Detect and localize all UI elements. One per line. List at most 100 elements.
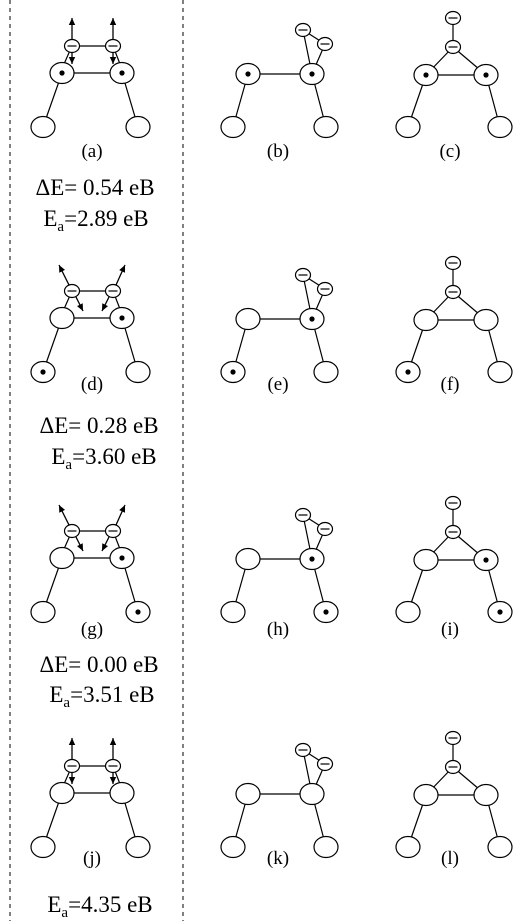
spin-arrowhead: [119, 265, 126, 273]
spin-arrowhead: [77, 303, 83, 311]
panel-label: (g): [81, 619, 103, 640]
upper-left-atom: [413, 783, 439, 807]
spin-arrowhead: [109, 777, 117, 784]
upper-left-atom: [413, 308, 439, 332]
electron-dot: [119, 70, 125, 76]
spin-arrowhead: [102, 303, 108, 311]
panel-d: (d): [30, 264, 151, 395]
panel-h: (h): [220, 507, 339, 640]
energy-block-gh: ΔE= 0.00 eB Ea=3.51 eB: [39, 652, 158, 711]
delta-e-text: ΔE= 0.54 eB: [35, 175, 154, 200]
upper-left-atom: [49, 781, 75, 805]
panel-a: (a): [30, 18, 151, 162]
spin-arrowhead: [59, 265, 65, 273]
upper-left-atom: [235, 547, 261, 571]
spin-arrowhead: [68, 57, 76, 64]
panel-label: (b): [267, 141, 289, 162]
panel-c: (c): [395, 10, 513, 162]
lower-left-atom: [30, 115, 56, 139]
delta-e-text: ΔE= 0.00 eB: [39, 652, 158, 677]
electron-dot: [309, 556, 315, 562]
electron-dot: [423, 72, 429, 78]
upper-left-atom: [49, 546, 75, 570]
electron-dot: [483, 557, 489, 563]
electron-dot: [119, 555, 125, 561]
delta-e-text: ΔE= 0.28 eB: [39, 413, 158, 438]
spin-arrowhead: [77, 543, 83, 551]
upper-left-atom: [49, 306, 75, 330]
lower-right-atom: [487, 835, 513, 859]
lower-left-atom: [220, 115, 246, 139]
panel-e: (e): [220, 267, 339, 395]
panel-g: (g): [30, 504, 151, 640]
activation-energy-text: Ea=3.51 eB: [49, 682, 154, 711]
spin-arrowhead: [109, 18, 117, 25]
energy-block-ab: ΔE= 0.54 eB Ea=2.89 eB: [35, 175, 154, 235]
energy-block-de: ΔE= 0.28 eB Ea=3.60 eB: [39, 413, 158, 473]
lower-left-atom: [220, 835, 246, 859]
spin-arrowhead: [109, 738, 117, 745]
panel-label: (c): [439, 141, 460, 162]
electron-dot: [405, 369, 411, 375]
energy-block-jk: Ea=4.35 eB: [47, 892, 152, 921]
panel-label: (k): [267, 848, 289, 869]
lower-left-atom: [395, 600, 421, 624]
panel-label: (f): [441, 374, 460, 395]
upper-right-atom: [109, 781, 135, 805]
lower-left-atom: [30, 600, 56, 624]
electron-dot: [323, 609, 329, 615]
activation-energy-text: Ea=3.60 eB: [51, 444, 156, 473]
activation-energy-text: Ea=4.35 eB: [47, 892, 152, 921]
lower-left-atom: [395, 835, 421, 859]
electron-dot: [497, 609, 503, 615]
lower-right-atom: [125, 115, 151, 139]
spin-arrowhead: [119, 505, 126, 513]
spin-arrowhead: [68, 738, 76, 745]
lower-right-atom: [487, 115, 513, 139]
lower-left-atom: [395, 115, 421, 139]
panels-layer: (a) (b) (c) (d) (e) (f) (g) (h) (i) (j) (k) (l): [30, 10, 513, 869]
upper-left-atom: [235, 782, 261, 806]
activation-energy-text: Ea=2.89 eB: [43, 206, 148, 235]
lower-right-atom: [313, 835, 339, 859]
panel-b: (b): [220, 22, 339, 162]
spin-arrowhead: [68, 18, 76, 25]
panel-label: (e): [267, 374, 288, 395]
panel-f: (f): [395, 255, 513, 395]
spin-arrowhead: [109, 57, 117, 64]
lower-left-atom: [30, 835, 56, 859]
electron-dot: [483, 72, 489, 78]
panel-label: (l): [441, 848, 459, 869]
panel-label: (h): [267, 619, 289, 640]
upper-left-atom: [413, 548, 439, 572]
spin-arrowhead: [102, 543, 108, 551]
panel-label: (d): [81, 374, 103, 395]
upper-right-atom: [473, 783, 499, 807]
electron-dot: [309, 316, 315, 322]
electron-dot: [40, 369, 46, 375]
electron-dot: [309, 71, 315, 77]
electron-dot: [59, 70, 65, 76]
electron-dot: [230, 369, 236, 375]
lower-right-atom: [313, 360, 339, 384]
electron-dot: [135, 609, 141, 615]
panel-label: (j): [83, 848, 101, 869]
panel-k: (k): [220, 742, 339, 869]
upper-left-atom: [235, 307, 261, 331]
lower-left-atom: [220, 600, 246, 624]
panel-label: (a): [81, 141, 102, 162]
electron-dot: [119, 315, 125, 321]
panel-l: (l): [395, 730, 513, 869]
upper-right-atom: [299, 782, 325, 806]
electron-dot: [245, 71, 251, 77]
lower-right-atom: [125, 835, 151, 859]
panel-j: (j): [30, 738, 151, 869]
panel-label: (i): [441, 619, 459, 640]
lower-right-atom: [125, 360, 151, 384]
lower-right-atom: [487, 360, 513, 384]
panel-i: (i): [395, 495, 513, 640]
spin-arrowhead: [68, 777, 76, 784]
upper-right-atom: [473, 308, 499, 332]
spin-arrowhead: [59, 505, 65, 513]
